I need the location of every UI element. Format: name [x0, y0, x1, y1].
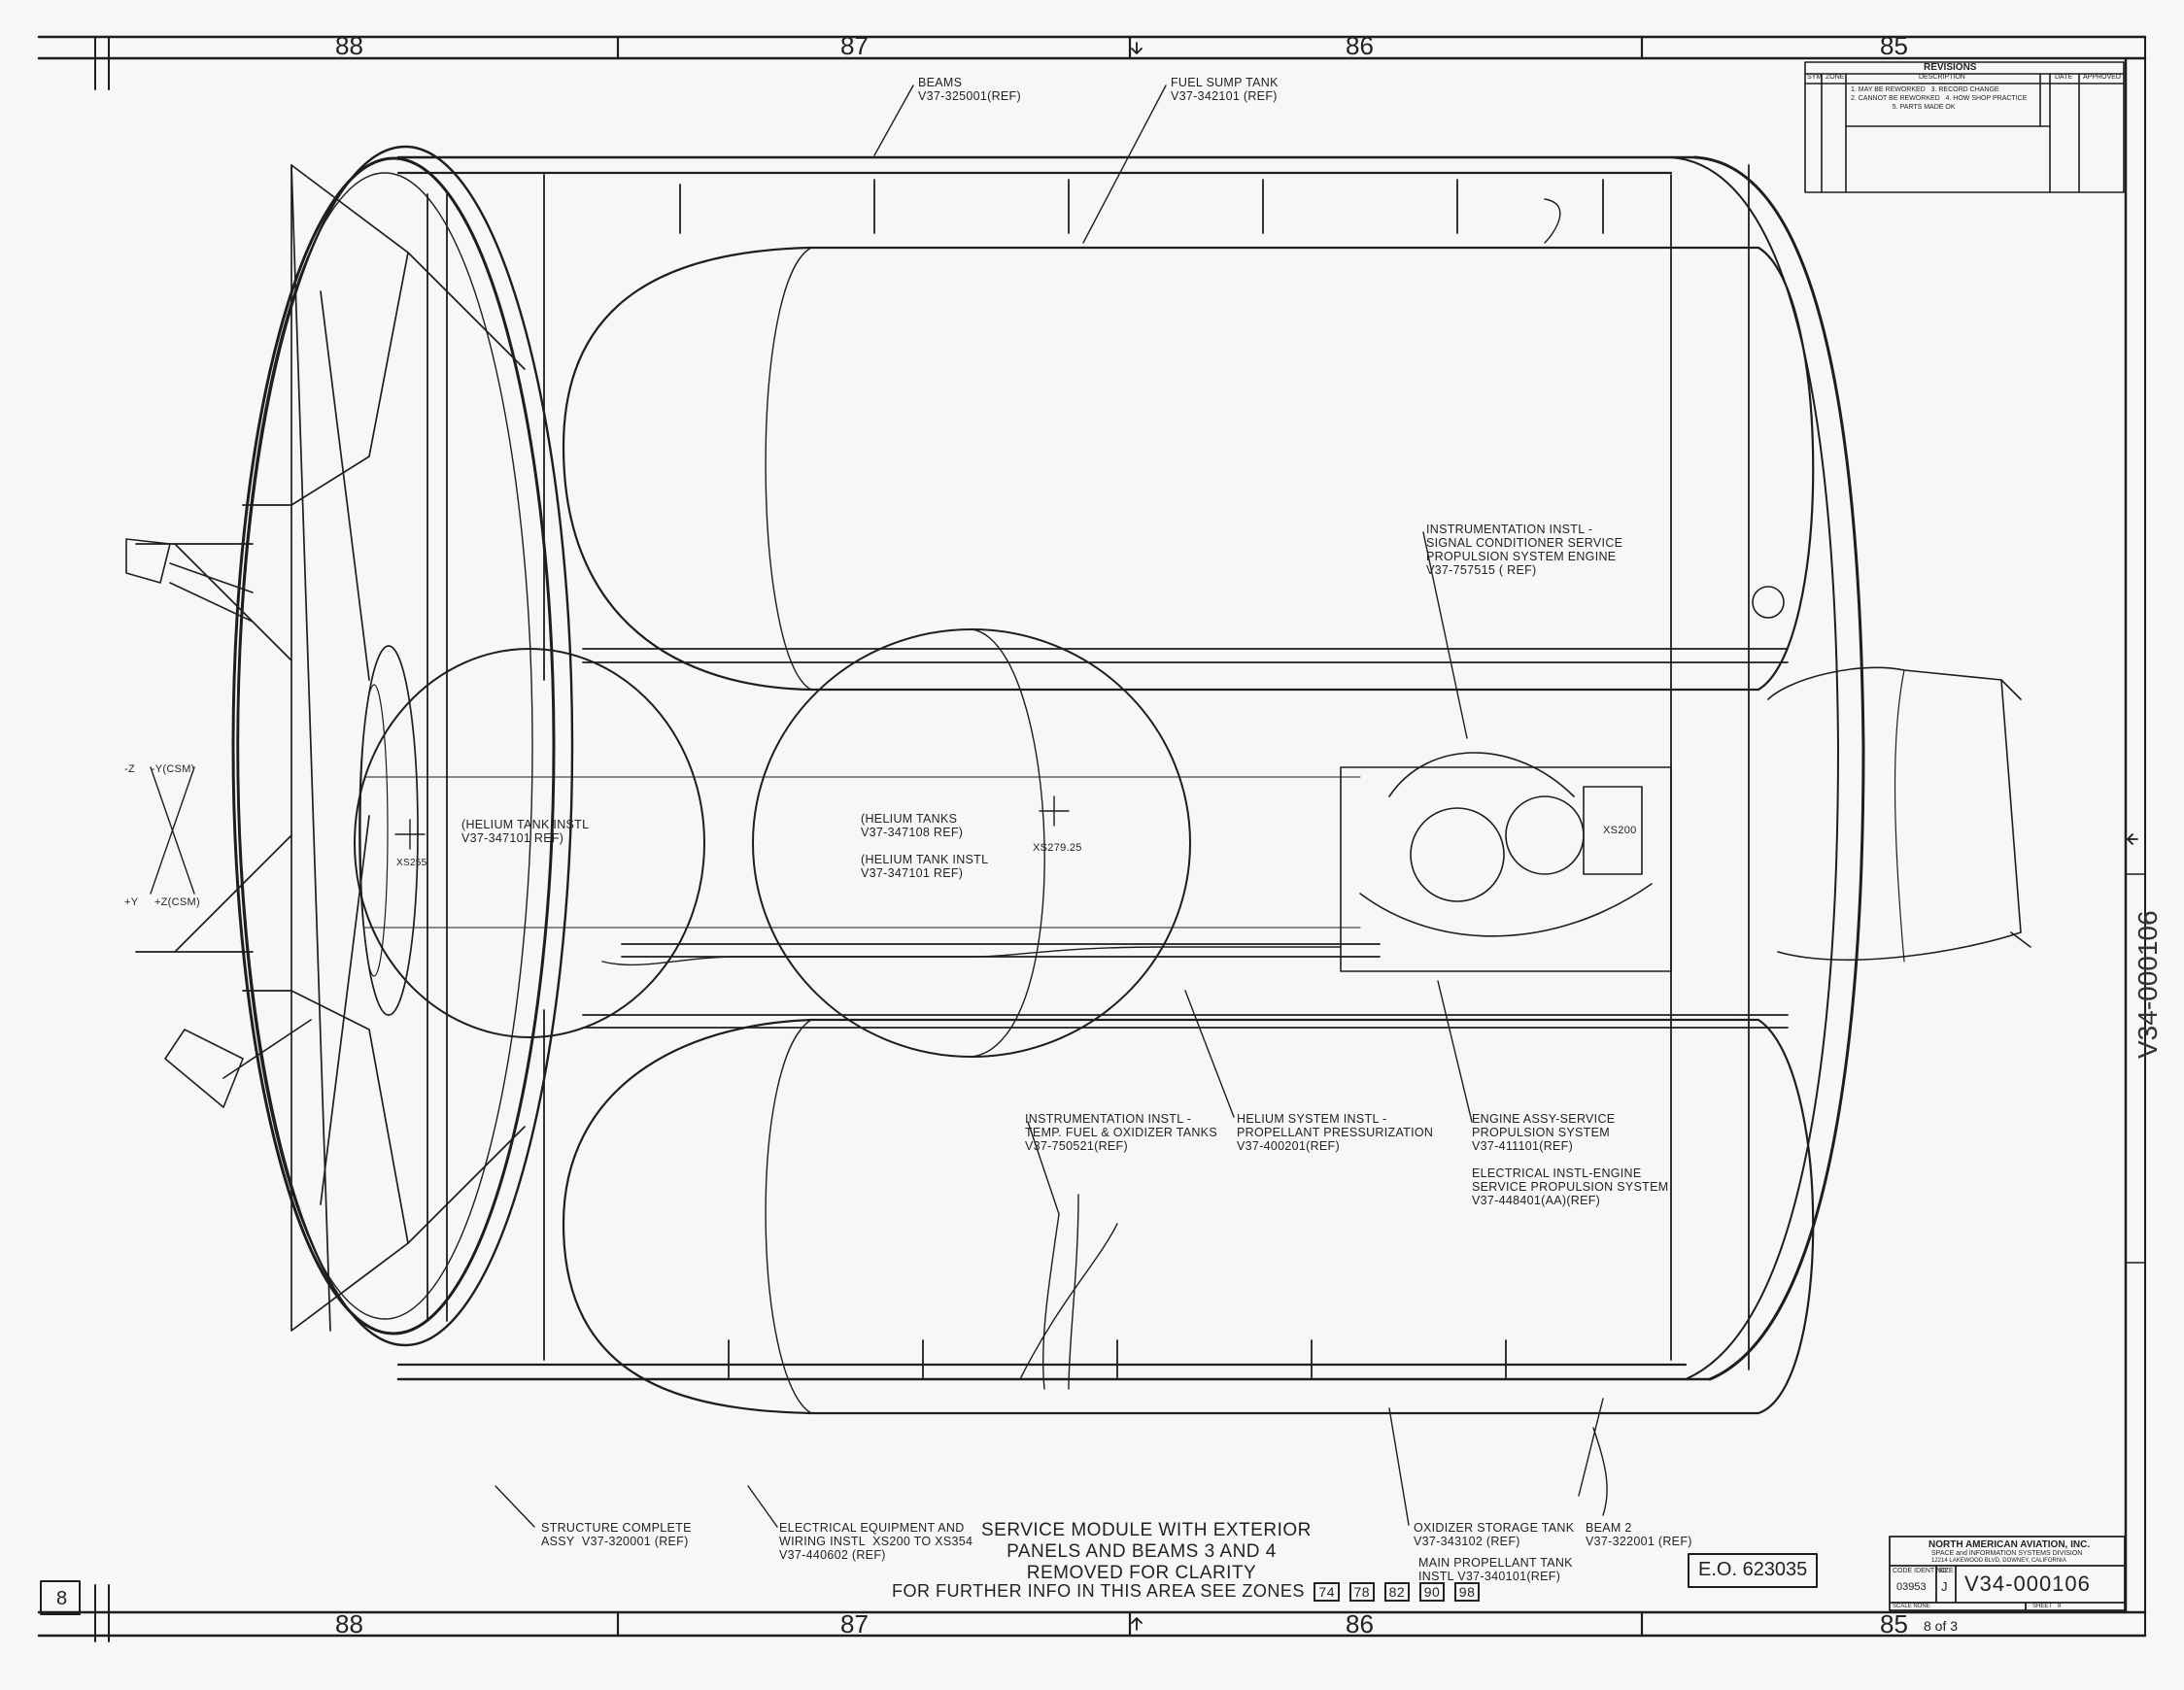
eo-stamp: E.O. 623035: [1698, 1559, 1808, 1580]
callout-helium-center: (HELIUM TANKS V37-347108 REF) (HELIUM TA…: [861, 812, 989, 880]
tb-size-label: SIZE: [1938, 1568, 1954, 1574]
rev-col-date: DATE: [2055, 74, 2073, 81]
tb-address: 12214 LAKEWOOD BLVD, DOWNEY, CALIFORNIA: [1931, 1558, 2066, 1564]
zone-ref-90: 90: [1418, 1582, 1446, 1602]
tb-company: NORTH AMERICAN AVIATION, INC.: [1928, 1539, 2091, 1550]
zone-top-87: 87: [840, 31, 869, 60]
forward-truss: [135, 164, 526, 1332]
zone-ref-74: 74: [1314, 1582, 1340, 1602]
revisions-table: [1804, 61, 2125, 193]
further-info: FOR FURTHER INFO IN THIS AREA SEE ZONES …: [892, 1581, 1481, 1602]
callout-instr-engine: INSTRUMENTATION INSTL - SIGNAL CONDITION…: [1426, 523, 1623, 577]
tb-scale: SCALE NONE: [1893, 1604, 1930, 1609]
eo-stamp-box: [1688, 1553, 1818, 1588]
station-center: Xs279.25: [1033, 842, 1082, 854]
station-right: Xs200: [1603, 825, 1637, 836]
zone-top-88: 88: [335, 31, 363, 60]
aft-cylinder-outline: [396, 155, 1865, 1381]
border-frame: [37, 35, 2147, 1642]
bottom-right-sheet: 8 of 3: [1924, 1618, 1959, 1634]
tb-sheet: 8: [2058, 1604, 2062, 1609]
tb-code-ident: 03953: [1896, 1581, 1927, 1593]
callout-main-propellant: MAIN PROPELLANT TANK INSTL V37-340101(RE…: [1418, 1556, 1573, 1583]
lower-tank: [562, 1018, 1815, 1415]
sheet-number: 8: [56, 1588, 68, 1609]
plumbing: [601, 198, 1608, 1516]
drawing-title: SERVICE MODULE WITH EXTERIOR PANELS AND …: [981, 1520, 1312, 1583]
leader-lines: [495, 84, 1604, 1528]
tb-size: J: [1941, 1579, 1948, 1594]
zone-top-85: 85: [1880, 31, 1908, 60]
rev-col-sym: SYM: [1807, 74, 1823, 81]
rev-col-description: DESCRIPTION: [1919, 74, 1965, 81]
callout-helium-left: (HELIUM TANK INSTL V37-347101 REF): [461, 818, 590, 845]
callout-beam2: BEAM 2 V37-322001 (REF): [1586, 1521, 1692, 1548]
station-left: Xs255: [396, 858, 427, 868]
zone-top-86: 86: [1346, 31, 1374, 60]
zone-bottom-85: 85: [1880, 1609, 1908, 1639]
rev-col-approved: APPROVED: [2083, 74, 2121, 81]
callout-beams: BEAMS V37-325001(REF): [918, 76, 1021, 103]
further-info-text: FOR FURTHER INFO IN THIS AREA SEE ZONES: [892, 1581, 1305, 1601]
tb-drawing-number: V34-000106: [1964, 1572, 2091, 1596]
zone-bottom-86: 86: [1346, 1609, 1374, 1639]
antenna-booms: [125, 538, 312, 1108]
callout-electrical: ELECTRICAL EQUIPMENT AND WIRING INSTL Xs…: [779, 1521, 973, 1562]
tb-code-ident-label: CODE IDENT NO.: [1893, 1568, 1949, 1574]
forward-ring: [231, 145, 574, 1347]
callout-helium-system: HELIUM SYSTEM INSTL - PROPELLANT PRESSUR…: [1237, 1112, 1434, 1153]
rev-col-zone: ZONE: [1826, 74, 1845, 81]
tb-sheet-label: SHEET: [2032, 1604, 2053, 1609]
zone-bottom-88: 88: [335, 1609, 363, 1639]
helium-tanks: [354, 628, 1361, 1058]
edge-drawing-number: V34-000106: [2133, 910, 2163, 1059]
upper-tank: [562, 246, 1815, 692]
revisions-heading: REVISIONS: [1924, 62, 1977, 73]
axes-bottom: +Y +Z(CSM): [124, 896, 200, 908]
callout-engine-assy: ENGINE ASSY-SERVICE PROPULSION SYSTEM V3…: [1472, 1112, 1669, 1207]
callout-structure: STRUCTURE COMPLETE ASSY V37-320001 (REF): [541, 1521, 692, 1548]
zone-ref-98: 98: [1453, 1582, 1481, 1602]
callout-fuel-sump-tank: FUEL SUMP TANK V37-342101 (REF): [1171, 76, 1279, 103]
callout-instr-temp: INSTRUMENTATION INSTL - TEMP. FUEL & OXI…: [1025, 1112, 1217, 1153]
station-marks: [150, 766, 1070, 895]
zone-bottom-87: 87: [840, 1609, 869, 1639]
callout-oxidizer: OXIDIZER STORAGE TANK V37-343102 (REF): [1414, 1521, 1575, 1548]
zone-ref-82: 82: [1383, 1582, 1411, 1602]
axes-top: -Z -Y(CSM): [124, 763, 195, 775]
tb-division: SPACE and INFORMATION SYSTEMS DIVISION: [1931, 1550, 2083, 1557]
zone-ref-78: 78: [1348, 1582, 1376, 1602]
sps-engine: [1340, 586, 2031, 972]
revisions-notes: 1. MAY BE REWORKED 3. RECORD CHANGE 2. C…: [1851, 86, 2028, 111]
title-block: [1889, 1536, 2126, 1611]
